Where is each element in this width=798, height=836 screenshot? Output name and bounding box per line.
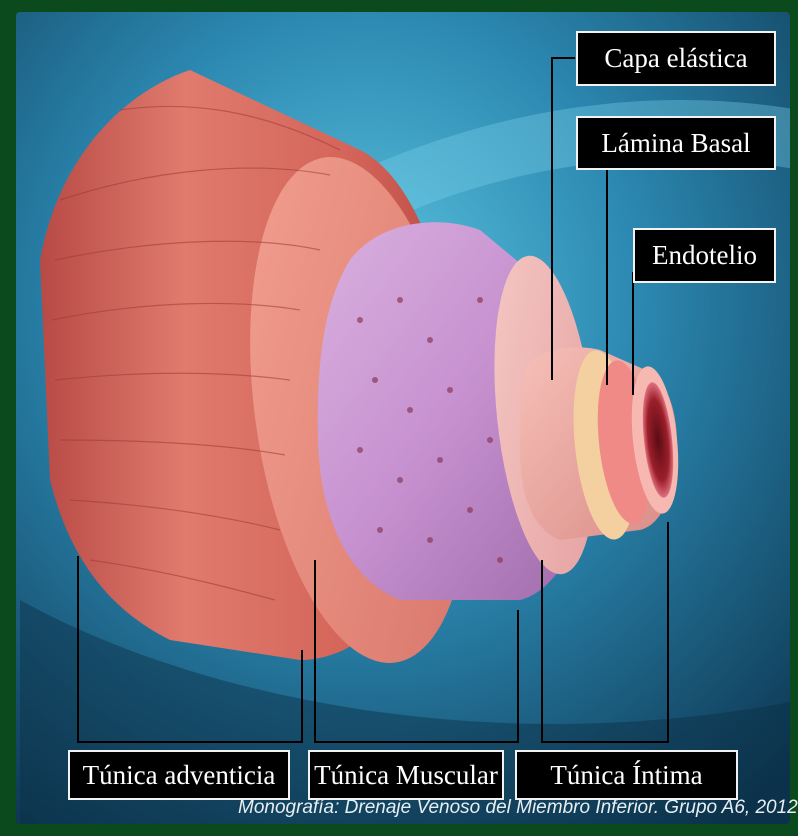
label-lamina-basal: Lámina Basal (576, 116, 776, 170)
image-credit: Monografía: Drenaje Venoso del Miembro I… (238, 797, 790, 819)
label-lamina-basal-text: Lámina Basal (601, 130, 750, 157)
label-tunica-muscular: Túnica Muscular (308, 750, 504, 800)
label-capa-elastica-text: Capa elástica (604, 45, 747, 72)
label-endotelio: Endotelio (633, 228, 776, 283)
label-tunica-adventicia: Túnica adventicia (68, 750, 290, 800)
label-tunica-adventicia-text: Túnica adventicia (83, 762, 276, 789)
label-tunica-intima: Túnica Íntima (515, 750, 738, 800)
label-tunica-muscular-text: Túnica Muscular (314, 762, 498, 789)
label-endotelio-text: Endotelio (652, 242, 757, 269)
label-tunica-intima-text: Túnica Íntima (550, 762, 702, 789)
tunica-intima-layer (520, 347, 685, 542)
label-capa-elastica: Capa elástica (576, 31, 776, 86)
